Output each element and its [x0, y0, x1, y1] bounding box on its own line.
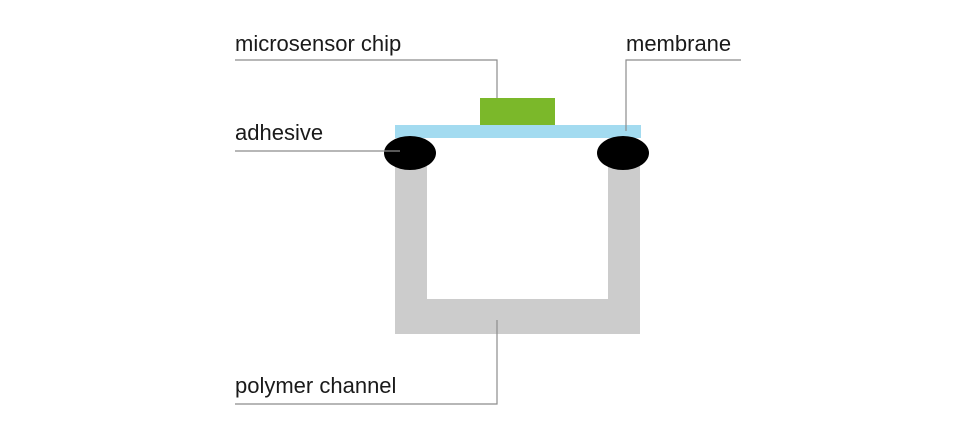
label-membrane: membrane	[626, 31, 732, 56]
leader-line-membrane	[625, 59, 741, 131]
microsensor-chip	[480, 98, 555, 125]
label-adhesive: adhesive	[235, 120, 324, 145]
adhesive-left	[384, 136, 436, 170]
label-polymer-channel: polymer channel	[235, 373, 397, 398]
label-microsensor-chip: microsensor chip	[235, 31, 402, 56]
leader-line-polymer-channel	[235, 320, 498, 405]
membrane	[395, 125, 641, 138]
leader-line-microsensor-chip	[235, 59, 498, 98]
polymer-channel	[395, 165, 640, 334]
adhesive-right	[597, 136, 649, 170]
